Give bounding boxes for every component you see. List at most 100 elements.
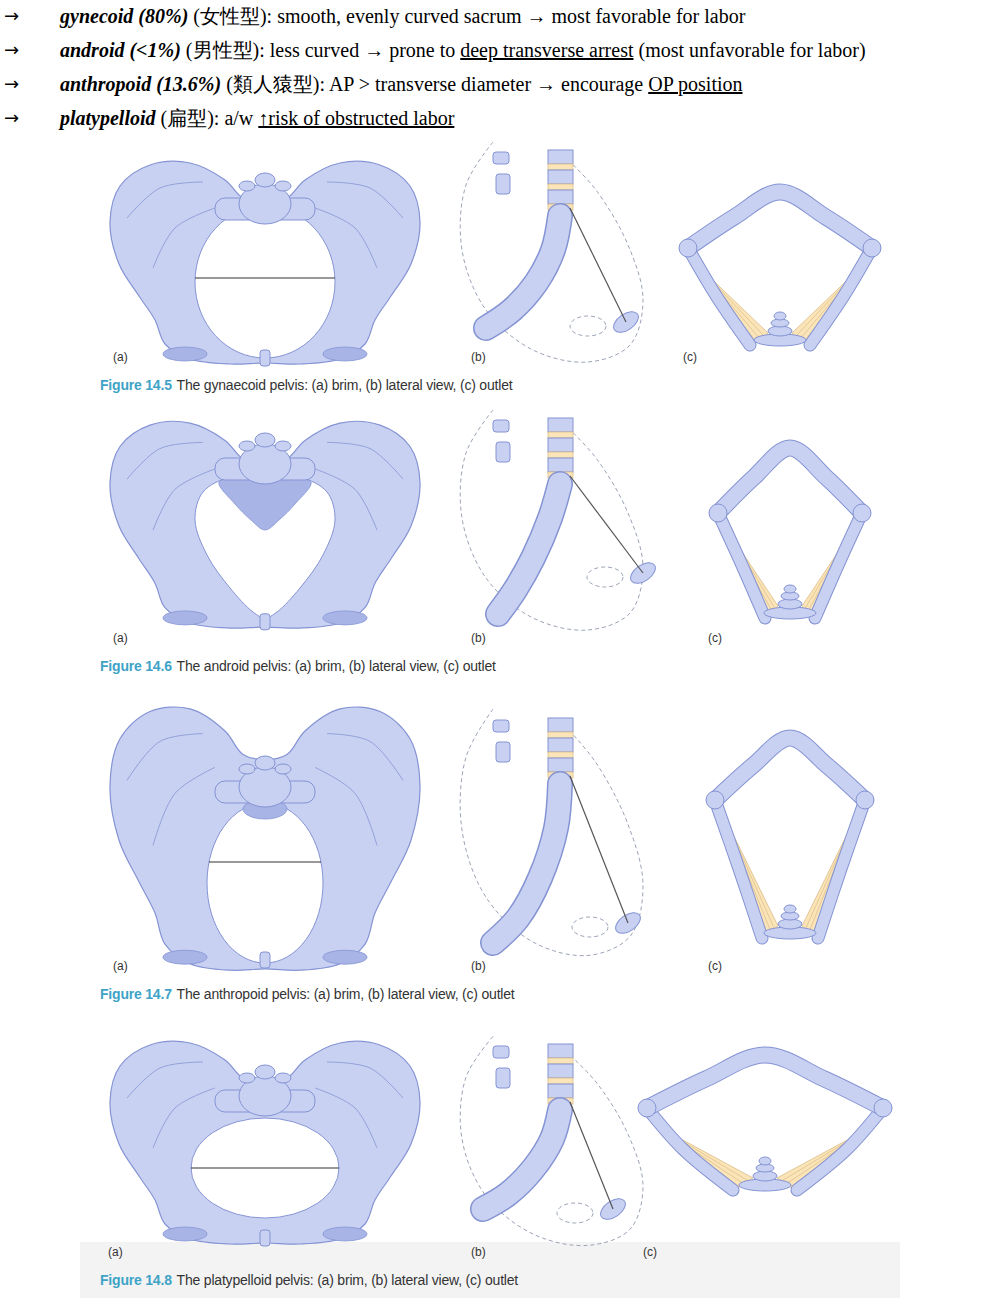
ischial-ramus (715, 800, 762, 938)
panel-letter: (a) (113, 958, 128, 974)
ilium-outline (460, 1036, 643, 1245)
bullet-line: gynecoid (80%)(女性型): smooth, evenly curv… (60, 4, 745, 28)
ilium-outline (460, 709, 643, 956)
ischial-ramus (797, 1108, 883, 1190)
bone-fragment (496, 1068, 510, 1088)
ischial-ramus (718, 513, 765, 618)
figure-caption: Figure 14.8 The platypelloid pelvis: (a) … (100, 1271, 518, 1289)
vertebra (548, 458, 573, 472)
obturator (323, 611, 367, 625)
bullet-arrow: → (4, 106, 19, 130)
articular-process (239, 1073, 255, 1083)
pubic-arch (718, 448, 862, 513)
panel-letter: (c) (708, 958, 722, 974)
panel-letter: (b) (471, 1244, 486, 1260)
pelvis-type: anthropoid (13.6%) (60, 73, 221, 95)
ischial-ramus (810, 248, 872, 345)
obturator (163, 347, 207, 361)
bone-fragment (493, 152, 509, 164)
sacrum-shadow (219, 479, 311, 530)
bone-fragment (496, 742, 510, 762)
caption-text: The platypelloid pelvis: (a) brim, (b) l… (177, 1272, 518, 1288)
intervertebral-disc (548, 432, 573, 438)
bone-fragment (493, 720, 509, 732)
ischial-ramus (688, 248, 750, 345)
bullet-arrow: → (4, 4, 19, 28)
sacrum (486, 216, 560, 328)
vertebra (548, 170, 573, 184)
articular-process (239, 441, 255, 451)
articular-process (275, 764, 291, 774)
ischial-ramus (647, 1108, 733, 1190)
note-text: (most unfavorable for labor) (638, 39, 865, 61)
panel-letter: (b) (471, 958, 486, 974)
pelvis-type: android (<1%) (60, 39, 181, 61)
pelvis-lateral (460, 142, 643, 362)
bone-fragment (493, 1046, 509, 1058)
transverse-diameter (191, 1167, 339, 1168)
conjugate-line (570, 776, 628, 923)
pubic-arch (715, 738, 865, 800)
panel-letter: (b) (471, 349, 486, 365)
figure-number: Figure 14.7 (100, 986, 172, 1002)
figure-number: Figure 14.5 (100, 377, 172, 393)
ilium-outline (460, 142, 643, 362)
figure-number: Figure 14.6 (100, 658, 172, 674)
pubic-symphysis (260, 1230, 270, 1246)
intervertebral-disc (548, 184, 573, 190)
intervertebral-disc (548, 752, 573, 758)
articular-process (275, 441, 291, 451)
figure-caption: Figure 14.7The anthropoid pelvis: (a) br… (100, 985, 515, 1003)
intervertebral-disc (548, 164, 573, 170)
bone-contour (327, 734, 403, 781)
coccyx (759, 1157, 771, 1165)
pelvis-bone (110, 1041, 420, 1244)
articular-process (275, 1073, 291, 1083)
vertebra (548, 150, 573, 164)
obturator (163, 950, 207, 964)
vertebra (548, 1044, 573, 1058)
ilium-outline (460, 410, 643, 630)
articular-process (275, 181, 291, 191)
ischial-ramus (818, 800, 865, 938)
bone-fragment (496, 174, 510, 194)
intervertebral-disc (548, 452, 573, 458)
articular-process (239, 764, 255, 774)
caption-text: The android pelvis: (a) brim, (b) latera… (177, 658, 496, 674)
key-term: deep transverse arrest (460, 39, 633, 61)
ischial-ramus (797, 1108, 883, 1190)
sacrum (498, 484, 560, 614)
ischial-ramus (718, 513, 765, 618)
ischial-tuberosity (709, 504, 727, 522)
ischial-tuberosity (638, 1099, 656, 1117)
ischial-tuberosity (856, 791, 874, 809)
obturator-outline (587, 567, 623, 587)
pelvic-inlet (207, 803, 323, 963)
pelvis-type: gynecoid (80%) (60, 5, 188, 27)
vertebra (548, 418, 573, 432)
bone-contour (327, 1062, 403, 1098)
spinous-process (255, 433, 275, 447)
conjugate-line (570, 208, 626, 322)
vertebra (548, 718, 573, 732)
pubic-arch (647, 1055, 883, 1108)
pelvis-brim (110, 1041, 420, 1246)
note-text: (男性型): less curved → prone to (186, 39, 455, 61)
bullet-arrow: → (4, 38, 19, 62)
pelvic-inlet (191, 1118, 339, 1218)
bone-fragment (496, 442, 510, 462)
caption-text: The gynaecoid pelvis: (a) brim, (b) late… (177, 377, 513, 393)
pelvis-type: platypelloid (60, 107, 156, 129)
pelvis-lateral (460, 709, 644, 956)
obturator (323, 347, 367, 361)
vertebra (548, 1064, 573, 1078)
pelvis-bone (110, 707, 420, 970)
intervertebral-disc (548, 1078, 573, 1084)
figure-number: Figure 14.8 (100, 1272, 172, 1288)
pelvis-bone (110, 421, 420, 628)
sacrum (483, 1110, 560, 1209)
note-text: (扁型): a/w (161, 107, 254, 129)
pubic-arch (715, 738, 865, 800)
